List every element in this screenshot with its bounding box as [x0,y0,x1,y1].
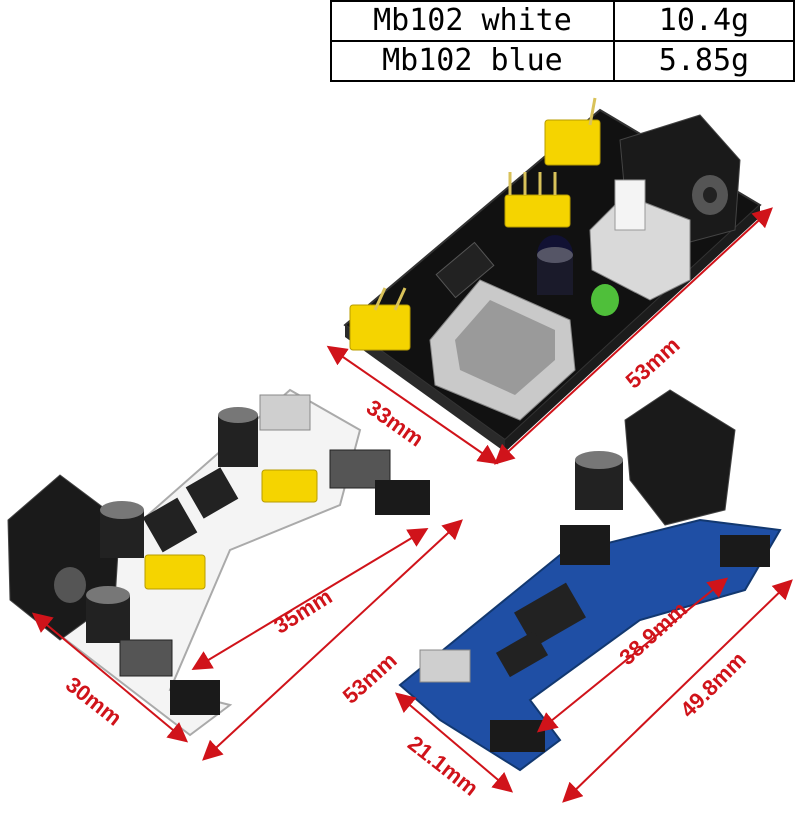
white-width-label: 30mm [61,672,127,731]
row-name-cell: Mb102 white [330,0,615,42]
row-weight-cell: 10.4g [612,0,796,42]
table-row: Mb102 blue 5.85g [330,40,796,82]
black-length-label: 53mm [621,332,685,393]
table-row: Mb102 white 10.4g [330,0,796,42]
black-power-module [343,97,762,452]
blue-power-module [398,389,782,772]
blue-width-label: 21.1mm [403,731,483,801]
black-width-label: 33mm [362,395,428,452]
row-name-cell: Mb102 blue [330,40,615,82]
row-weight-cell: 5.85g [612,40,796,82]
blue-length-label: 49.8mm [675,647,751,723]
white-length-label: 53mm [338,648,402,709]
white-inner-label: 35mm [269,584,336,639]
weight-spec-table: Mb102 white 10.4g Mb102 blue 5.85g [330,0,796,82]
